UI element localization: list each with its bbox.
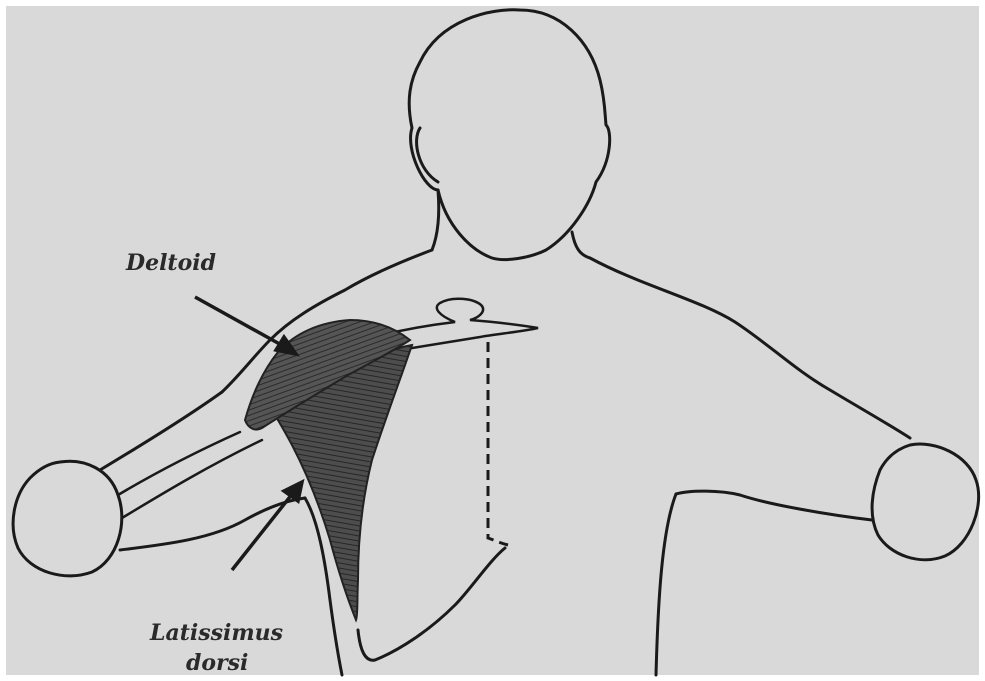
deltoid-label: Deltoid — [125, 250, 216, 276]
latissimus-label-line1: Latissimus — [149, 620, 283, 646]
paper-background — [6, 6, 979, 675]
latissimus-label-line2: dorsi — [186, 650, 248, 676]
